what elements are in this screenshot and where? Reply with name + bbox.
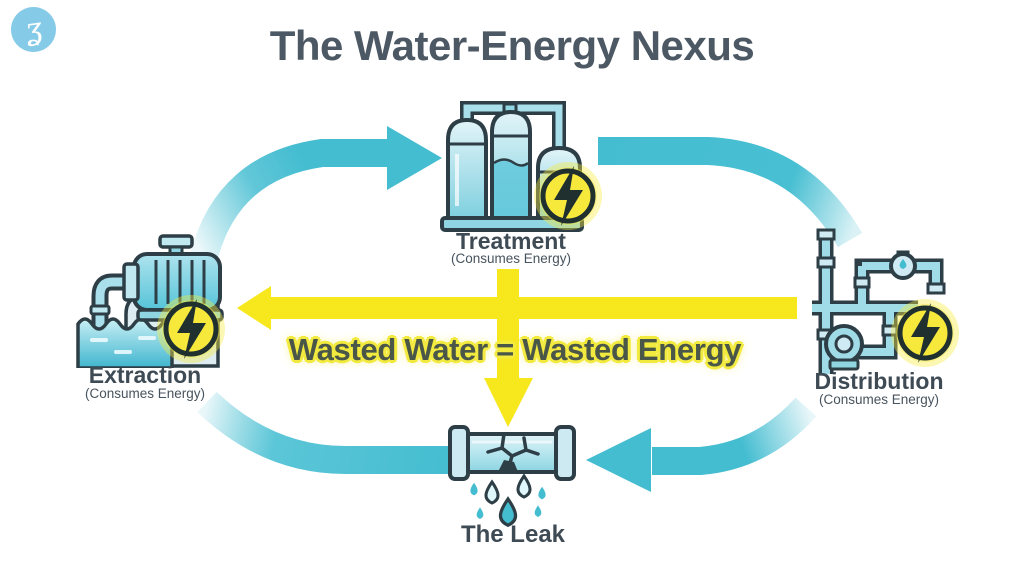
distribution-label: Distribution bbox=[814, 368, 944, 394]
leak-label: The Leak bbox=[460, 521, 566, 548]
treatment-label: Treatment bbox=[456, 228, 566, 254]
wasted-arrow-horizontal-shaft bbox=[262, 297, 797, 319]
arrow-extraction-to-treatment bbox=[190, 139, 392, 260]
wasted-arrow-vertical-shaft bbox=[497, 269, 519, 384]
leaking-pipe-icon bbox=[448, 425, 576, 528]
brand-logo-glyph-icon: ʓ bbox=[22, 10, 45, 48]
wasted-water-banner: Wasted Water = Wasted Energy bbox=[288, 332, 742, 367]
extraction-lightning-bolt-icon bbox=[157, 295, 225, 363]
arrowhead-to-treatment bbox=[387, 126, 442, 190]
brand-logo: ʓ bbox=[11, 7, 56, 52]
distribution-lightning-bolt-icon bbox=[891, 299, 959, 367]
distribution-sublabel: (Consumes Energy) bbox=[818, 392, 940, 407]
treatment-sublabel: (Consumes Energy) bbox=[450, 251, 572, 266]
extraction-label: Extraction bbox=[88, 362, 202, 388]
pipe-network-icon bbox=[812, 228, 946, 374]
arrow-leak-to-extraction bbox=[197, 391, 452, 474]
wasted-arrowhead-down bbox=[484, 378, 533, 427]
treatment-lightning-bolt-icon bbox=[534, 162, 602, 230]
arrowhead-to-leak bbox=[586, 428, 651, 492]
wasted-arrowhead-left bbox=[237, 286, 271, 330]
page-title: The Water-Energy Nexus bbox=[269, 22, 755, 69]
extraction-sublabel: (Consumes Energy) bbox=[84, 386, 206, 401]
arrow-treatment-to-distribution bbox=[598, 137, 863, 248]
arrow-distribution-to-leak bbox=[652, 397, 817, 475]
